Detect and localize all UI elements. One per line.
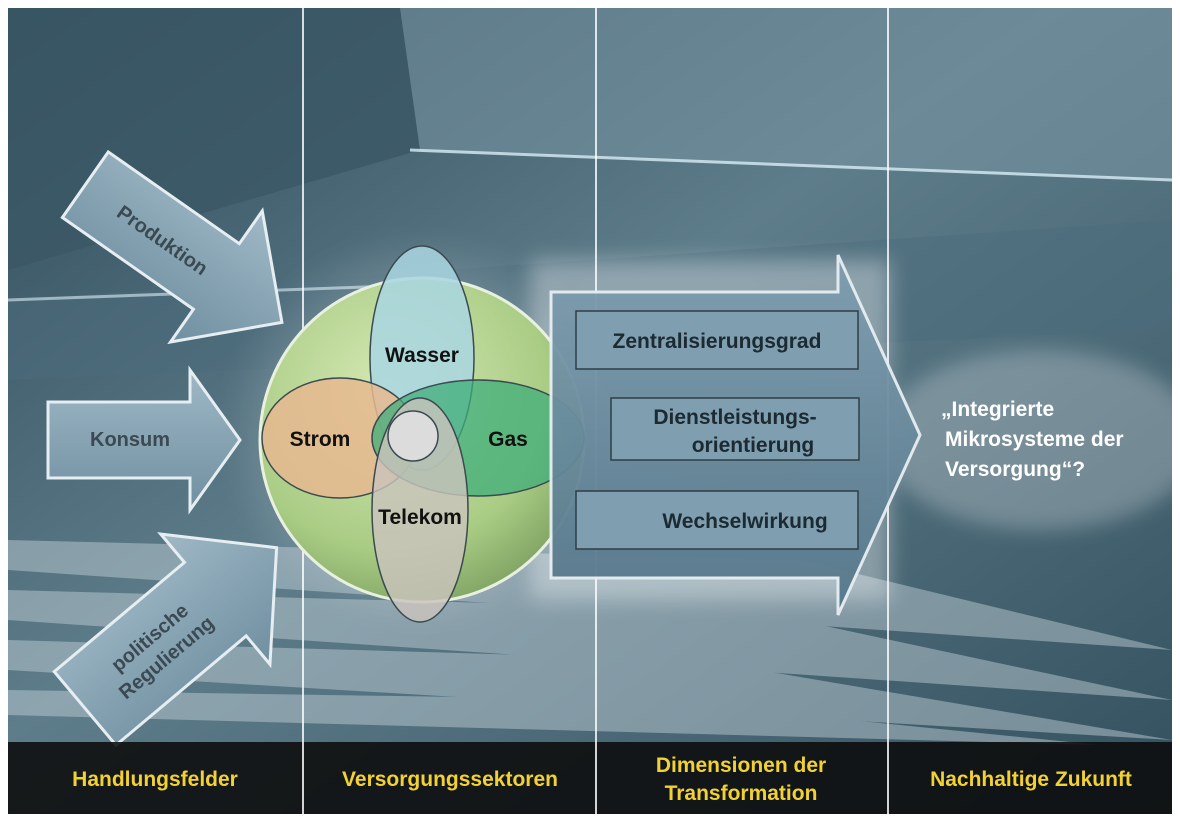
dimension-box-3-label: Wechselwirkung (662, 510, 827, 533)
label-strom: Strom (290, 428, 351, 451)
light-strip (409, 148, 1173, 182)
background-wall-right (400, 8, 1172, 180)
label-wasser: Wasser (385, 344, 459, 367)
dimension-box-1 (575, 310, 859, 370)
sphere-center (387, 410, 439, 462)
outcome-line-1: „Integrierte (941, 398, 1054, 421)
outcome-line-3: Versorgung“? (945, 458, 1085, 481)
arrow-regulierung: politische Regulierung (52, 532, 279, 748)
dimension-box-2 (610, 397, 860, 461)
footer-background (8, 742, 1172, 814)
footer-band: Handlungsfelder Versorgungssektoren Dime… (8, 742, 1172, 814)
footer-dimensionen-line-1: Dimensionen der (656, 754, 826, 777)
arrow-produktion: Produktion (60, 149, 284, 345)
sector-sphere: Wasser Strom Gas Telekom (258, 245, 586, 623)
footer-handlungsfelder: Handlungsfelder (72, 768, 238, 791)
outcome-glow (880, 350, 1180, 530)
transformation-arrow: Zentralisierungsgrad Dienstleistungs- or… (549, 254, 922, 616)
outcome: „Integrierte Mikrosysteme der Versorgung… (941, 398, 1124, 481)
footer-versorgungssektoren: Versorgungssektoren (342, 768, 558, 791)
arrow-konsum-label: Konsum (90, 429, 170, 451)
dimension-box-2-label-1: Dienstleistungs- (653, 406, 816, 429)
dimension-box-1-label: Zentralisierungsgrad (613, 330, 822, 353)
label-telekom: Telekom (378, 506, 462, 529)
dimension-box-2-label-2: orientierung (692, 434, 815, 457)
footer-dimensionen-line-2: Transformation (665, 782, 818, 805)
outcome-line-2: Mikrosysteme der (945, 428, 1124, 451)
footer-nachhaltige-zukunft: Nachhaltige Zukunft (930, 768, 1132, 791)
arrow-konsum: Konsum (46, 365, 242, 515)
dimension-box-3 (575, 490, 859, 550)
label-gas: Gas (488, 428, 528, 451)
